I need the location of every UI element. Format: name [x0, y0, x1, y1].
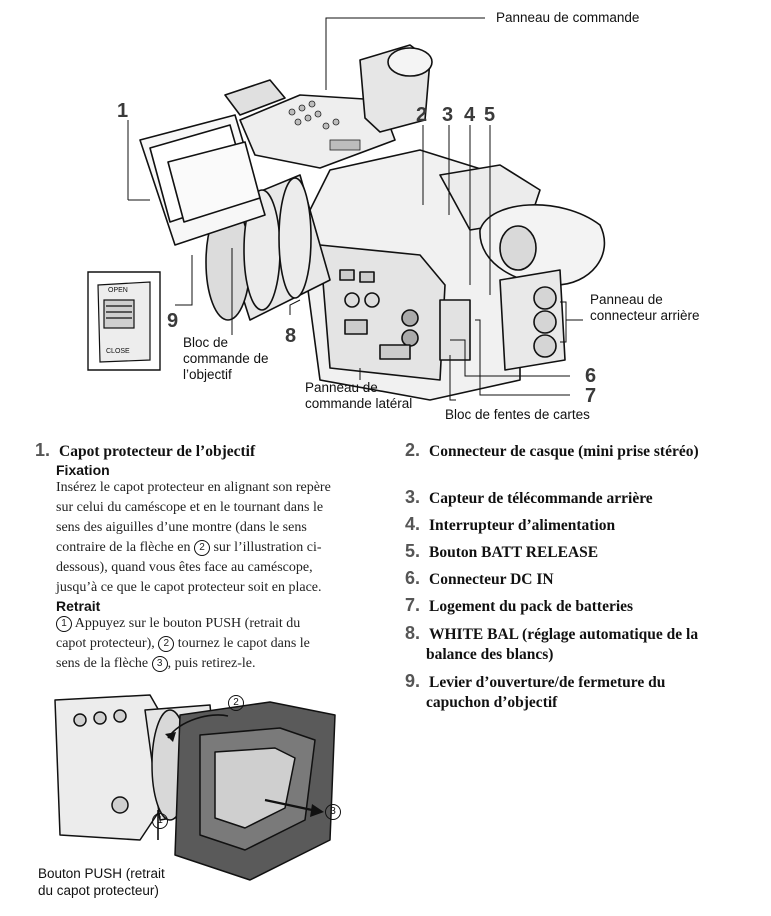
- callout-number-1: 1: [117, 100, 129, 122]
- step-marker-3: 3: [325, 804, 341, 820]
- item-title: Connecteur de casque (mini prise stéréo): [429, 443, 699, 460]
- label-line: Bouton PUSH (retrait: [38, 866, 165, 881]
- text-fragment: tournez le capot dans le: [174, 636, 310, 651]
- label-line: l’objectif: [183, 367, 232, 382]
- step-marker-2: 2: [193, 540, 210, 556]
- text-fragment: contraire de la flèche en: [56, 540, 194, 555]
- step-marker-2: 2: [228, 695, 244, 711]
- item-title: WHITE BAL (réglage automatique de la: [429, 626, 699, 643]
- label-panneau-de-commande: Panneau de commande: [496, 10, 640, 25]
- item-9: 9. Levier d’ouverture/de fermeture du ca…: [405, 671, 665, 713]
- item-title: Interrupteur d’alimentation: [429, 517, 616, 534]
- item-title: Capot protecteur de l’objectif: [59, 443, 256, 460]
- item-number: 7.: [405, 595, 421, 615]
- item-3: 3. Capteur de télécommande arrière: [405, 487, 653, 509]
- item-7: 7. Logement du pack de batteries: [405, 595, 633, 617]
- text-line: sens des aiguilles d’une montre (dans le…: [56, 520, 307, 535]
- retrait-paragraph: 1 Appuyez sur le bouton PUSH (retrait du…: [56, 614, 365, 674]
- label-line: Bloc de: [183, 335, 229, 350]
- label-line: Panneau de: [590, 292, 663, 307]
- item-number: 1.: [35, 440, 51, 460]
- item-title: Levier d’ouverture/de fermeture du: [429, 674, 666, 691]
- callout-number-8: 8: [285, 325, 297, 347]
- item-5: 5. Bouton BATT RELEASE: [405, 541, 598, 563]
- item-number: 3.: [405, 487, 421, 507]
- callout-number-2: 2: [416, 104, 428, 126]
- step-marker-1: 1: [56, 616, 72, 632]
- text-line: Insérez le capot protecteur en alignant …: [56, 480, 331, 495]
- text-fragment: capot protecteur),: [56, 636, 159, 651]
- label-line: commande de: [183, 351, 269, 366]
- label-line: Panneau de: [305, 380, 378, 395]
- callout-number-7: 7: [585, 385, 597, 407]
- item-title: Capteur de télécommande arrière: [429, 490, 653, 507]
- retrait-heading: Retrait: [56, 598, 101, 614]
- label-bloc-commande-objectif: Bloc de commande de l’objectif: [183, 335, 269, 383]
- item-1-block: 1. Capot protecteur de l’objectif Fixati…: [35, 440, 365, 674]
- label-bouton-push: Bouton PUSH (retrait du capot protecteur…: [38, 865, 165, 899]
- text-fragment: , puis retirez-le.: [167, 656, 256, 671]
- label-line: connecteur arrière: [590, 308, 700, 323]
- text-line: contraire de la flèche en 2 sur l’illust…: [56, 538, 365, 558]
- item-number: 5.: [405, 541, 421, 561]
- text-line: sur celui du caméscope et en le tournant…: [56, 500, 324, 515]
- item-4: 4. Interrupteur d’alimentation: [405, 514, 615, 536]
- callout-number-9: 9: [167, 310, 179, 332]
- label-panneau-connecteur-arriere: Panneau de connecteur arrière: [590, 292, 700, 324]
- item-title: Logement du pack de batteries: [429, 598, 634, 615]
- label-panneau-commande-lateral: Panneau de commande latéral: [305, 380, 412, 412]
- item-number: 2.: [405, 440, 421, 460]
- item-title-line2: balance des blancs): [426, 646, 554, 663]
- inset-close-label: CLOSE: [106, 348, 130, 355]
- item-title: Bouton BATT RELEASE: [429, 544, 599, 561]
- step-marker-2: 2: [158, 636, 175, 652]
- item-8: 8. WHITE BAL (réglage automatique de la …: [405, 623, 698, 665]
- text-fragment: sur l’illustration ci-: [209, 540, 322, 555]
- text-line: sens de la flèche 3, puis retirez-le.: [56, 654, 365, 674]
- item-number: 9.: [405, 671, 421, 691]
- fixation-paragraph: Insérez le capot protecteur en alignant …: [56, 478, 365, 598]
- text-fragment: Appuyez sur le bouton PUSH (retrait du: [72, 616, 301, 631]
- step-marker-3: 3: [151, 656, 168, 672]
- text-fragment: sens de la flèche: [56, 656, 152, 671]
- item-title: Connecteur DC IN: [429, 571, 554, 588]
- item-number: 4.: [405, 514, 421, 534]
- label-bloc-fentes-cartes: Bloc de fentes de cartes: [445, 407, 590, 422]
- label-line: du capot protecteur): [38, 883, 159, 898]
- inset-open-label: OPEN: [108, 287, 128, 294]
- text-line: capot protecteur), 2 tournez le capot da…: [56, 634, 365, 654]
- step-marker-1: 1: [152, 813, 168, 829]
- callout-number-4: 4: [464, 104, 476, 126]
- item-number: 8.: [405, 623, 421, 643]
- item-number: 6.: [405, 568, 421, 588]
- item-title-line2: capuchon d’objectif: [426, 694, 558, 711]
- camcorder-illustration: [0, 0, 771, 430]
- text-line: jusqu’à ce que le capot protecteur soit …: [56, 580, 322, 595]
- callout-number-3: 3: [442, 104, 454, 126]
- text-line: 1 Appuyez sur le bouton PUSH (retrait du: [56, 614, 365, 634]
- label-line: commande latéral: [305, 396, 413, 411]
- callout-number-6: 6: [585, 365, 597, 387]
- item-6: 6. Connecteur DC IN: [405, 568, 554, 590]
- fixation-heading: Fixation: [56, 462, 110, 478]
- callout-number-5: 5: [484, 104, 496, 126]
- item-2: 2. Connecteur de casque (mini prise stér…: [405, 440, 699, 462]
- text-line: dessous), quand vous êtes face au camésc…: [56, 560, 313, 575]
- lens-hood-illustration: [40, 690, 370, 890]
